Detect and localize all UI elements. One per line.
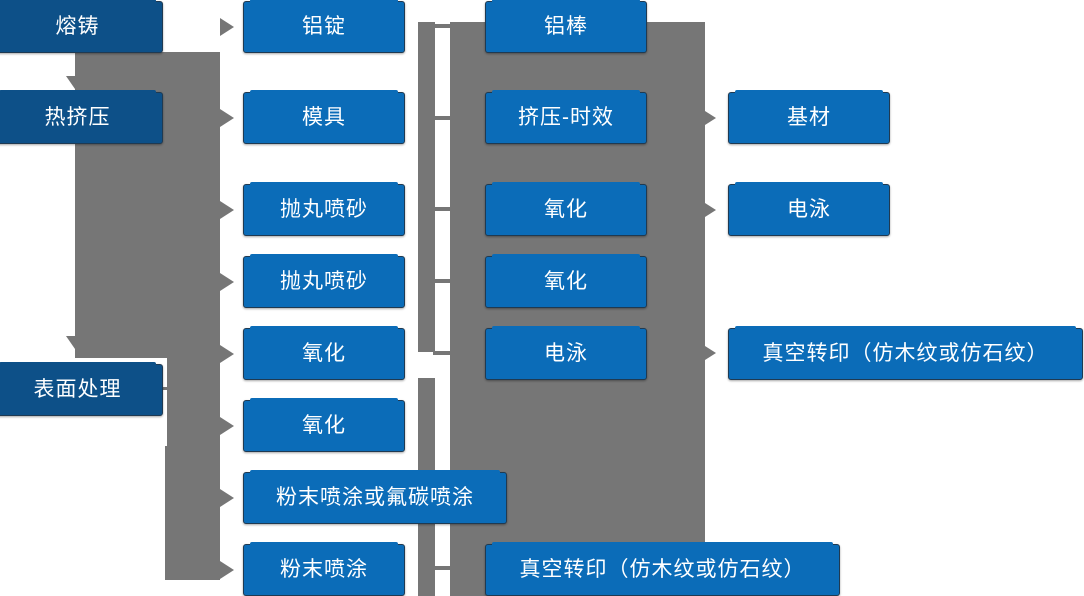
process-label: 铝棒	[544, 15, 588, 39]
input-box-oxidation-1[interactable]: 氧化	[243, 326, 405, 380]
process-box-aluminum-rod[interactable]: 铝棒	[485, 0, 647, 53]
rung-3	[433, 207, 453, 211]
input-label: 铝锭	[302, 15, 346, 39]
process-label: 真空转印（仿木纹或仿石纹）	[519, 558, 806, 582]
process-box-oxidation-1[interactable]: 氧化	[485, 182, 647, 236]
input-label: 氧化	[302, 414, 346, 438]
arrow-to-output-2	[705, 203, 716, 217]
rung-6	[433, 566, 453, 570]
output-box-substrate[interactable]: 基材	[728, 90, 890, 144]
input-box-aluminum-ingot[interactable]: 铝锭	[243, 0, 405, 53]
process-box-extrusion-aging[interactable]: 挤压-时效	[485, 90, 647, 144]
arrow-down-to-hot-extrusion	[66, 76, 84, 89]
rung-4	[433, 279, 453, 283]
rung-5	[433, 351, 453, 355]
output-label: 电泳	[787, 198, 831, 222]
stage-label: 表面处理	[33, 378, 122, 402]
arrow-to-input-4	[220, 273, 234, 291]
rung-1	[433, 24, 453, 28]
process-label: 氧化	[544, 198, 588, 222]
arrow-to-output-1	[705, 111, 716, 125]
stub-surface-treatment	[160, 387, 188, 390]
arrow-to-output-3	[705, 346, 716, 360]
process-box-oxidation-2[interactable]: 氧化	[485, 254, 647, 308]
arrow-to-input-2	[220, 109, 234, 127]
input-label: 抛丸喷砂	[280, 270, 368, 294]
input-label: 氧化	[302, 342, 346, 366]
input-box-powder-or-fluorocarbon-coating[interactable]: 粉末喷涂或氟碳喷涂	[243, 470, 507, 524]
input-box-shot-blasting-1[interactable]: 抛丸喷砂	[243, 182, 405, 236]
stage-box-melting-casting[interactable]: 熔铸	[0, 0, 163, 53]
connector-rail-narrow	[418, 22, 435, 352]
arrow-to-input-7	[220, 489, 234, 507]
input-label: 抛丸喷砂	[280, 198, 368, 222]
process-label: 电泳	[544, 342, 588, 366]
output-label: 真空转印（仿木纹或仿石纹）	[762, 342, 1049, 366]
input-label: 粉末喷涂或氟碳喷涂	[276, 486, 474, 510]
process-label: 氧化	[544, 270, 588, 294]
stage-label: 熔铸	[55, 15, 100, 39]
output-box-electrophoresis[interactable]: 电泳	[728, 182, 890, 236]
process-label: 挤压-时效	[518, 106, 614, 130]
arrow-to-input-8	[220, 561, 234, 579]
arrow-down-to-surface-treatment	[66, 336, 84, 349]
rung-2	[433, 116, 453, 120]
output-label: 基材	[787, 106, 831, 130]
input-box-shot-blasting-2[interactable]: 抛丸喷砂	[243, 254, 405, 308]
input-box-oxidation-2[interactable]: 氧化	[243, 398, 405, 452]
input-box-mold[interactable]: 模具	[243, 90, 405, 144]
arrow-to-input-6	[220, 417, 234, 435]
process-box-vacuum-transfer-printing[interactable]: 真空转印（仿木纹或仿石纹）	[485, 542, 840, 596]
process-box-electrophoresis[interactable]: 电泳	[485, 326, 647, 380]
arrow-to-input-3	[220, 201, 234, 219]
input-label: 粉末喷涂	[280, 558, 368, 582]
output-box-vacuum-transfer-printing[interactable]: 真空转印（仿木纹或仿石纹）	[728, 326, 1083, 380]
connector-trunk-left-lower	[165, 52, 220, 580]
arrow-to-input-1	[220, 18, 234, 36]
stage-box-hot-extrusion[interactable]: 热挤压	[0, 90, 163, 144]
input-box-powder-coating[interactable]: 粉末喷涂	[243, 542, 405, 596]
input-label: 模具	[302, 106, 346, 130]
stage-box-surface-treatment[interactable]: 表面处理	[0, 362, 163, 416]
stage-label: 热挤压	[44, 106, 111, 130]
arrow-to-input-5	[220, 345, 234, 363]
